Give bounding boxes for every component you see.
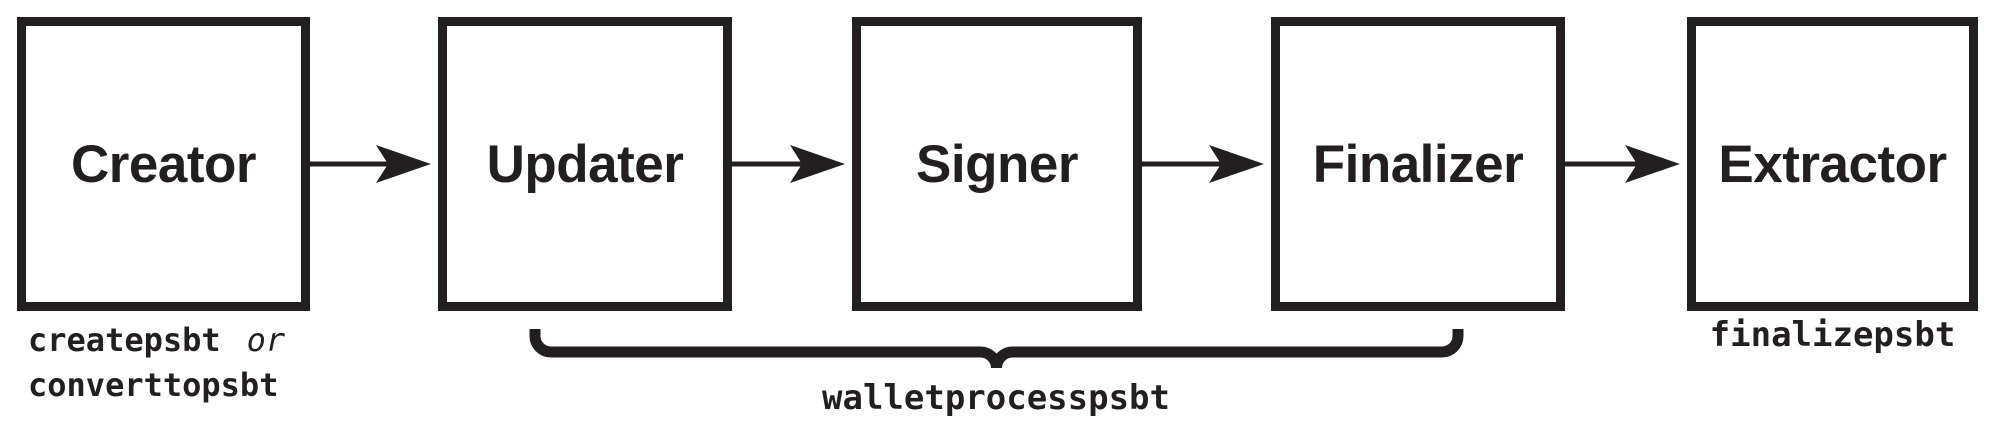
brace-updater-to-finalizer-icon [529,329,1464,369]
stage-box-extractor: Extractor [1687,17,1978,311]
conjunction-or: or [246,321,286,359]
stage-label-finalizer: Finalizer [1312,134,1524,194]
stage-label-updater: Updater [486,134,684,194]
stage-label-creator: Creator [70,134,257,194]
stage-box-creator: Creator [17,17,310,311]
caption-finalizepsbt: finalizepsbt [1709,315,1956,355]
arrow-creator-to-updater-icon [310,145,431,183]
caption-creator-commands: createpsbt or converttopsbt [28,318,285,408]
arrow-updater-to-signer-icon [732,145,845,183]
caption-walletprocesspsbt: walletprocesspsbt [822,378,1170,418]
stage-box-signer: Signer [852,17,1142,311]
stage-label-signer: Signer [916,134,1078,194]
stage-box-updater: Updater [438,17,732,311]
stage-box-finalizer: Finalizer [1271,17,1565,311]
stage-label-extractor: Extractor [1718,134,1947,194]
code-createpsbt: createpsbt [28,321,221,359]
code-converttopsbt: converttopsbt [28,366,279,404]
arrow-signer-to-finalizer-icon [1142,145,1264,183]
arrow-finalizer-to-extractor-icon [1565,145,1680,183]
